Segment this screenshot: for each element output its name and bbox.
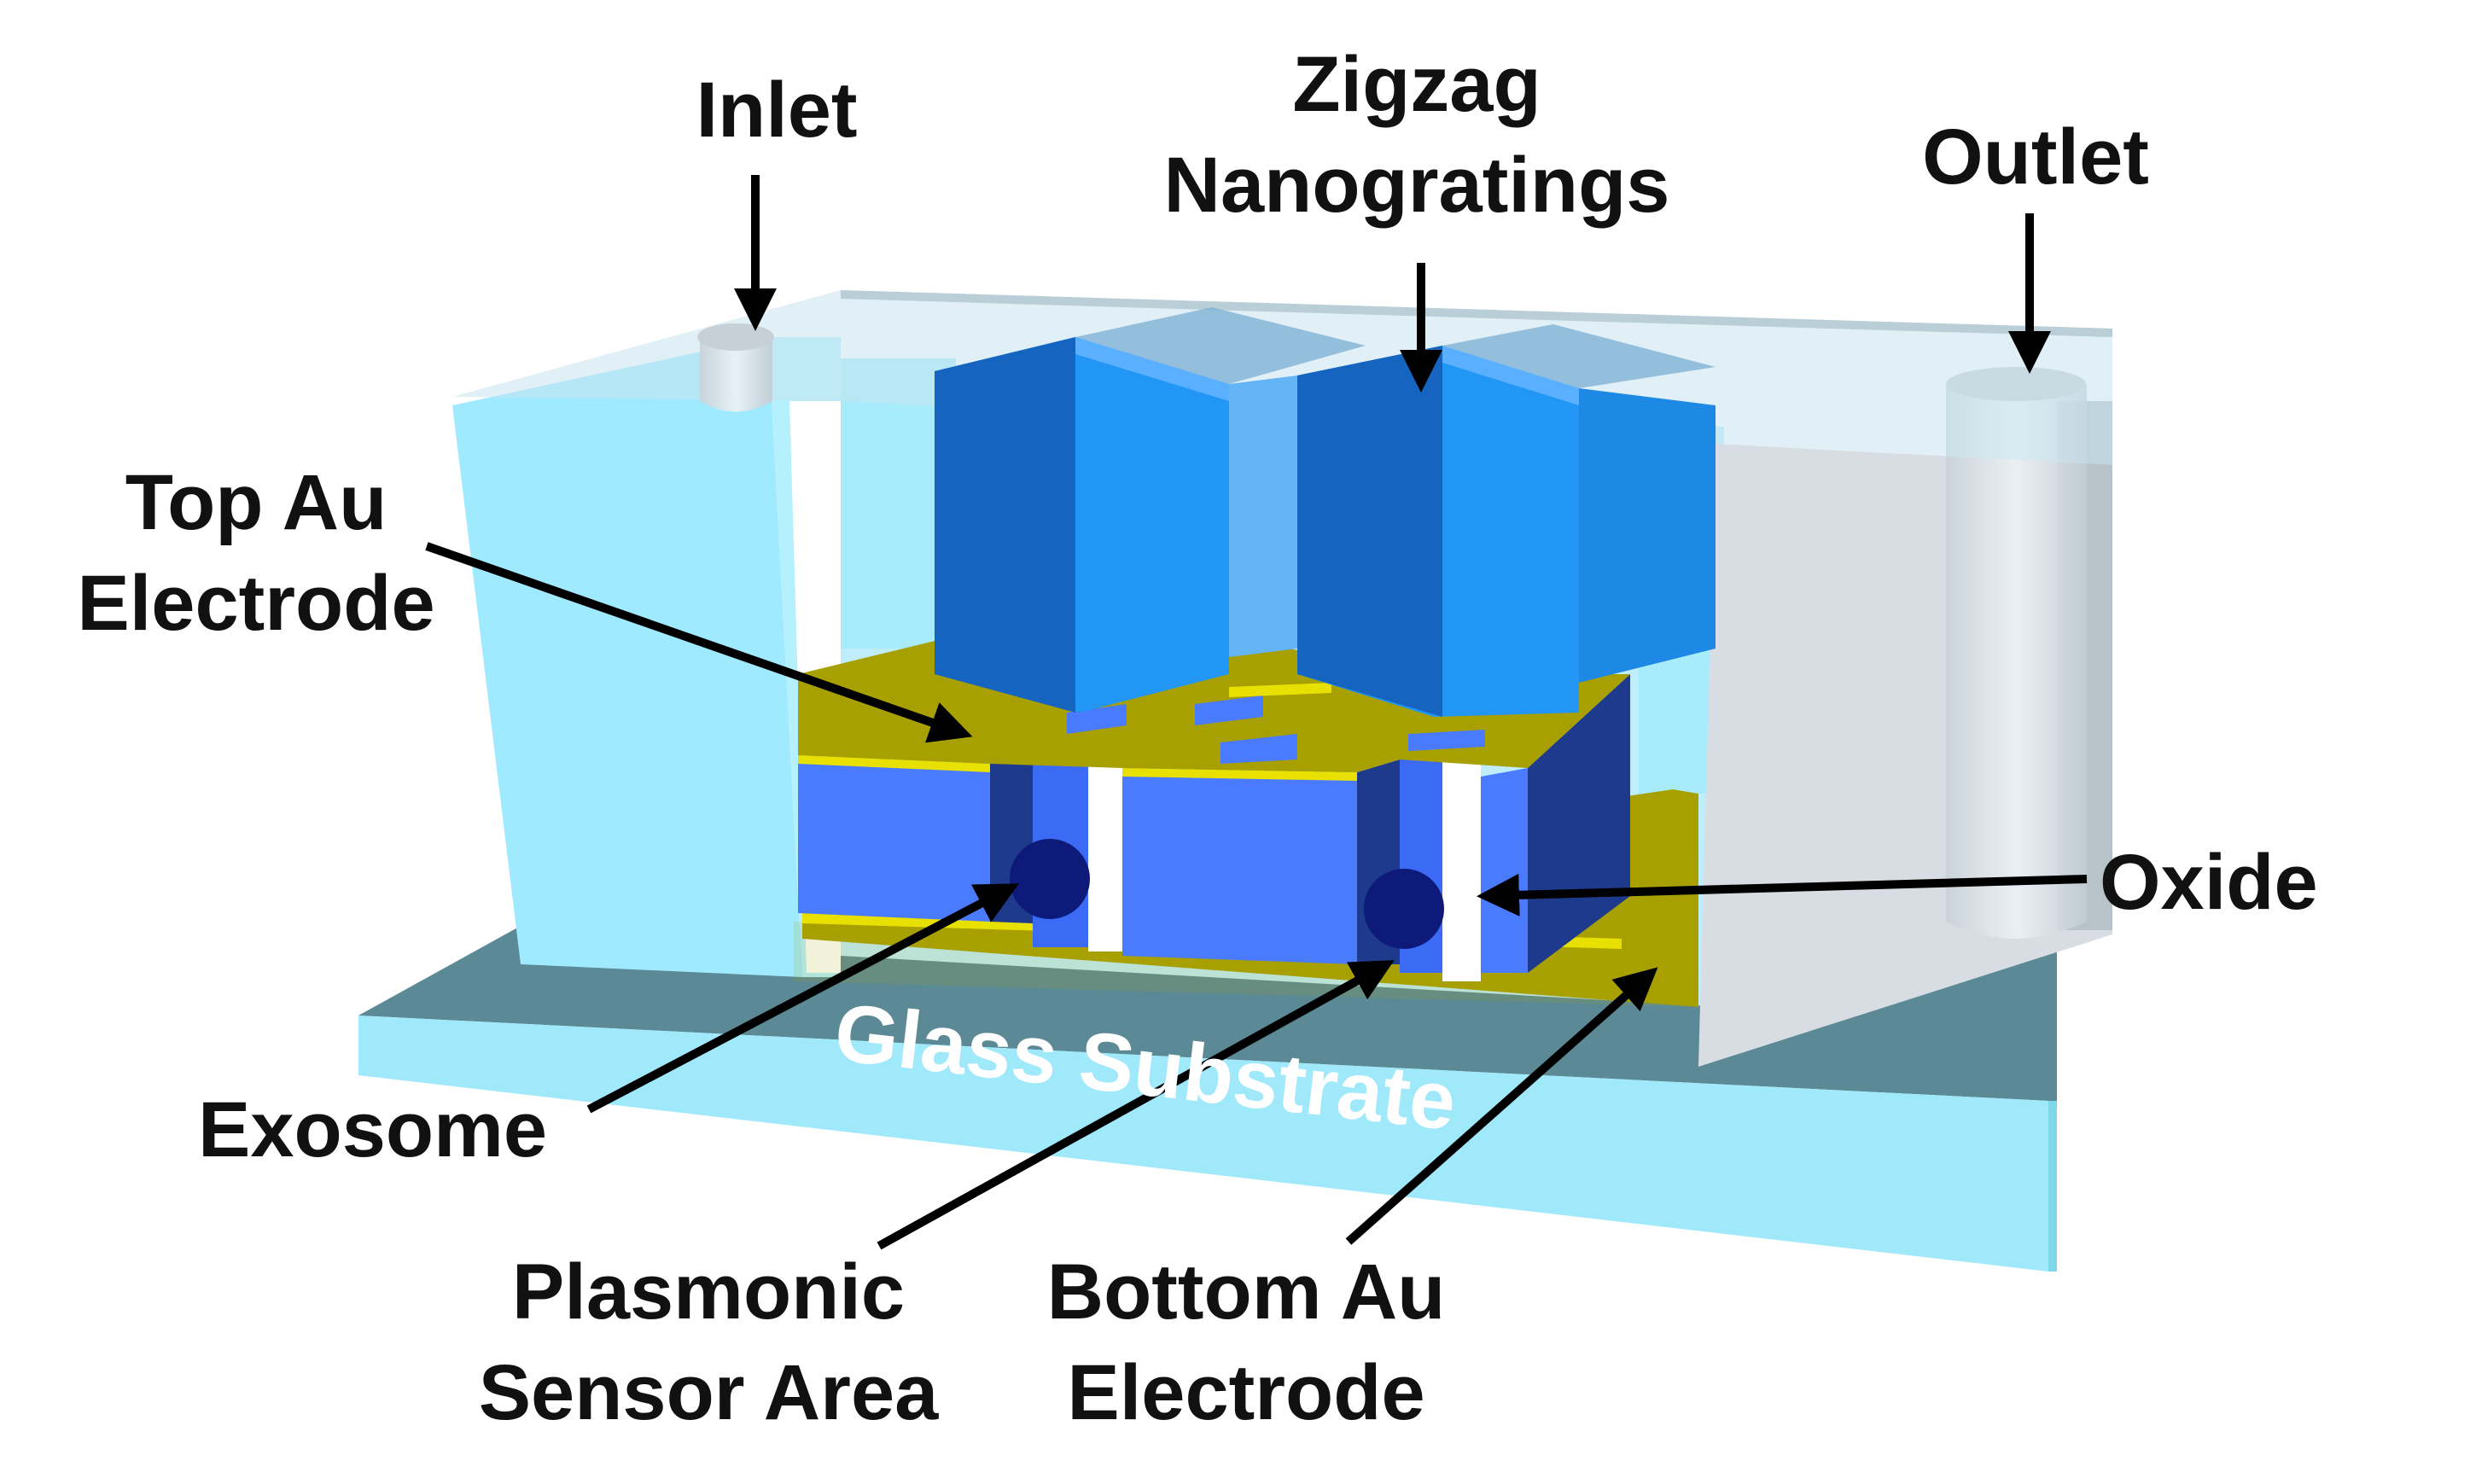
zigzag-nanogratings — [935, 307, 1716, 717]
grid-hole-2 — [1195, 695, 1263, 725]
grid-hole-3 — [1220, 734, 1297, 764]
nanograting-top-face-2 — [1442, 324, 1716, 388]
top-au-electrode-label: Top Au Electrode — [34, 452, 478, 654]
left-housing — [452, 337, 841, 977]
nanograting-column-3 — [1579, 388, 1716, 683]
grid-hole-4 — [1408, 730, 1485, 751]
bottom-au-label-line2: Electrode — [1067, 1349, 1425, 1436]
exosome-2 — [1364, 869, 1444, 949]
exosomes — [1010, 839, 1444, 949]
bottom-au-label-line1: Bottom Au — [1046, 1248, 1446, 1336]
oxide-arrow — [1477, 873, 2088, 917]
inlet-label-text: Inlet — [696, 67, 858, 154]
grid-edge-1 — [1229, 683, 1331, 697]
oxide-gap-1 — [1088, 751, 1122, 952]
bottom-au-electrode-label: Bottom Au Electrode — [1007, 1242, 1485, 1443]
plasmonic-arrow — [877, 960, 1395, 1250]
outlet-label-text: Outlet — [1922, 113, 2149, 201]
oxide-gold-line-1 — [798, 755, 990, 772]
outlet-channel — [1946, 384, 2087, 939]
bottom-au-arrow — [1345, 967, 1658, 1245]
exosome-arrow — [586, 883, 1019, 1114]
chamber-left-wall — [841, 358, 956, 649]
top-au-label-line2: Electrode — [77, 560, 435, 647]
top-au-label-line1: Top Au — [125, 459, 387, 546]
oxide-block-1 — [798, 755, 990, 922]
annotation-arrows — [425, 175, 2088, 1250]
plasmonic-sensor-area-label: Plasmonic Sensor Area — [444, 1242, 973, 1443]
plasmonic-label-line1: Plasmonic — [511, 1248, 906, 1336]
oxide-block-5 — [1481, 768, 1528, 973]
top-cover-back-edge — [841, 290, 2112, 337]
left-housing-front — [452, 337, 802, 977]
inlet-label: Inlet — [649, 60, 905, 160]
outlet-label: Outlet — [1895, 107, 2176, 207]
exosome-label: Exosome — [198, 1080, 608, 1180]
exosome-label-text: Exosome — [198, 1086, 548, 1173]
nanograting-column-2-top — [1442, 346, 1579, 405]
exosome-1 — [1010, 839, 1090, 919]
oxide-block-3 — [1122, 768, 1357, 964]
oxide-label: Oxide — [2100, 832, 2390, 933]
oxide-layer — [798, 674, 1630, 981]
nanograting-column-2-face — [1297, 346, 1442, 717]
zigzag-label-line2: Nanogratings — [1163, 142, 1670, 229]
glass-substrate-front — [358, 1016, 2048, 1272]
nanograting-column-1-face — [935, 337, 1075, 713]
inlet-channel — [700, 337, 772, 412]
zigzag-label-line1: Zigzag — [1292, 41, 1541, 128]
chamber-right-gap — [1639, 649, 1724, 794]
oxide-gap-2 — [1442, 759, 1481, 981]
oxide-label-text: Oxide — [2100, 839, 2318, 926]
nanograting-gap — [1229, 375, 1297, 657]
right-housing — [1698, 367, 2112, 1067]
nanograting-column-1-top — [1075, 337, 1229, 401]
plasmonic-label-line2: Sensor Area — [478, 1349, 939, 1436]
nanograting-top-face-1 — [1075, 307, 1366, 384]
zigzag-nanogratings-label: Zigzag Nanogratings — [1092, 34, 1741, 236]
inlet-hole — [697, 323, 774, 351]
glass-substrate-side — [2048, 1101, 2057, 1272]
top-au-arrow — [425, 542, 973, 743]
